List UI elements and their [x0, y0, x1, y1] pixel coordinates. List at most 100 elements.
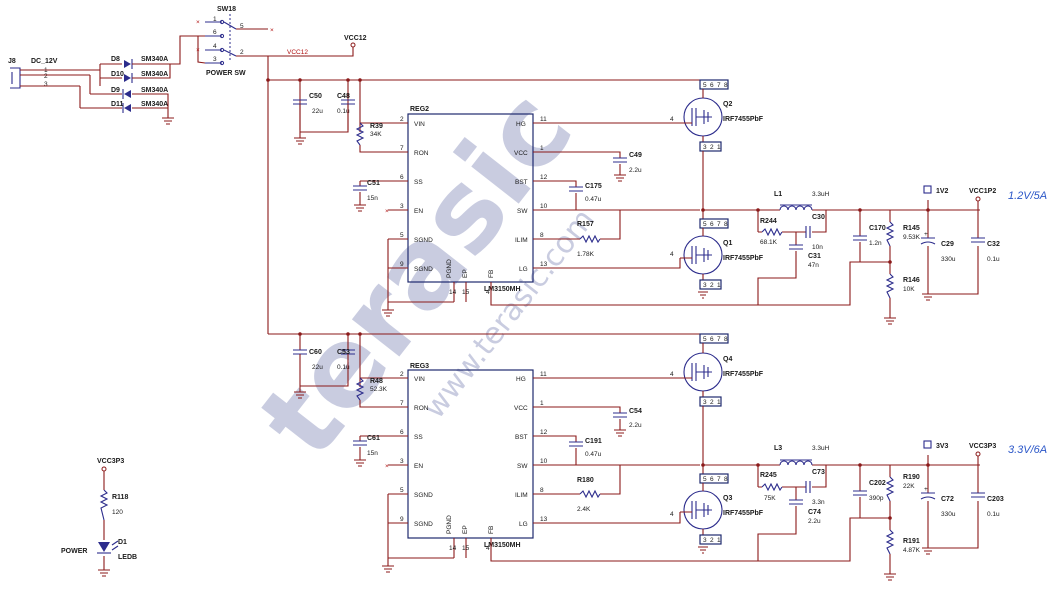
vcc12-port-dot	[350, 42, 356, 48]
reg-bot-pin-name: SW	[517, 463, 528, 470]
resistor-r146-ref: R146	[903, 277, 920, 284]
cap-c72	[920, 492, 936, 500]
reg-top-fb-wire	[490, 261, 890, 306]
inductor-l1-val: 3.3uH	[812, 191, 830, 198]
cap-c74-ref: C74	[808, 509, 821, 516]
reg-bot-pin-num: 12	[540, 429, 548, 436]
reg-bot-pin-num: 14	[449, 545, 457, 552]
resistor-r48-zigzag	[355, 377, 365, 401]
rail-label-1v2: 1.2V/5A	[1008, 190, 1047, 202]
pin-number: 4	[670, 511, 674, 518]
junction-dot	[888, 516, 892, 520]
reg-bot-pin-name: SS	[414, 434, 423, 441]
switch-levers	[223, 21, 237, 57]
resistor-r245-ref: R245	[760, 472, 777, 479]
reg-top-pin-name: SGND	[414, 237, 433, 244]
reg-bot-pin-num: 3	[400, 458, 404, 465]
cap-c175-ref: C175	[585, 183, 602, 190]
reg-bot-pin-num: 8	[540, 487, 544, 494]
net-vcc3p3-label: VCC3P3	[969, 443, 996, 450]
pin-number: 7	[717, 336, 721, 343]
cap-c30-val: 10n	[812, 244, 823, 251]
reg-bot-fb-wire	[490, 517, 890, 562]
switch-pin-6: 6	[213, 29, 217, 36]
pin-number: 8	[724, 221, 728, 228]
diode-d11-body	[124, 104, 131, 112]
vcc12-net: VCC12 VCC12	[267, 35, 700, 335]
resistor-r191-ref: R191	[903, 538, 920, 545]
resistor-r39-val: 34K	[370, 131, 382, 138]
cap-c202-ref: C202	[869, 480, 886, 487]
reg-top-pin-num: 2	[400, 116, 404, 123]
led-d1-part: LEDB	[118, 554, 137, 561]
mosfet-q4-body	[691, 363, 712, 381]
j8-wires	[20, 69, 100, 87]
inductor-l1	[779, 205, 813, 211]
resistor-r180-val: 2.4K	[577, 506, 591, 513]
junction-dot	[346, 332, 350, 336]
output-filter-top: L1 3.3uH R244 68.1K C30 10n C31 47n C170…	[703, 185, 1047, 325]
junction-dot	[346, 78, 350, 82]
diode-d11-ref: D11	[111, 101, 124, 108]
diode-d10-body	[124, 74, 131, 82]
resistor-r244	[761, 227, 783, 237]
resistor-r190-val: 22K	[903, 483, 915, 490]
resistor-r145-ref: R145	[903, 225, 920, 232]
no-connect-icon: ×	[385, 463, 389, 470]
diode-d10: D10 SM340A	[111, 71, 168, 83]
cap-c53-ref: C53	[337, 349, 350, 356]
cap-c30-ref: C30	[812, 214, 825, 221]
regulator-top: REG2 LM3150MH 2 7 6 3 5 9 VIN RON SS EN …	[293, 80, 890, 317]
reg-bot-gate-wires	[560, 377, 700, 524]
inductor-l3-val: 3.3uH	[812, 445, 830, 452]
mosfet-q2-ref: Q2	[723, 101, 732, 108]
inductor-l3	[779, 460, 813, 466]
switch-contact-dot	[219, 19, 225, 25]
pin-number: 3	[703, 537, 707, 544]
mosfet-q1-part: IRF7455PbF	[723, 255, 764, 262]
cap-c50-ref: C50	[309, 93, 322, 100]
input-diodes: D8 SM340A D10 SM340A D9 SM340A D11 SM340…	[79, 35, 198, 125]
pin-number: 2	[710, 144, 714, 151]
pin-number: 6	[710, 476, 714, 483]
reg-top-part: LM3150MH	[484, 286, 521, 293]
resistor-r191	[885, 529, 895, 555]
switch-contact-dot	[219, 60, 225, 66]
reg-bot-pin-name: VCC	[514, 405, 528, 412]
junction-dot	[298, 78, 302, 82]
cap-c203	[971, 492, 985, 498]
mosfet-q1-pin-box	[699, 218, 729, 229]
diode-d10-ref: D10	[111, 71, 124, 78]
diode-d8: D8 SM340A	[111, 56, 168, 69]
reg-top-pin-name: BST	[515, 179, 528, 186]
pin-number: 6	[710, 221, 714, 228]
net-3v3-label: 3V3	[936, 443, 949, 450]
mosfet-q4-pin-box	[699, 333, 729, 344]
cap-c60-ref: C60	[309, 349, 322, 356]
reg-top-pin-num: 9	[400, 261, 404, 268]
regulator-bottom: REG3 LM3150MH 2 7 6 3 5 9 VIN RON SS EN …	[293, 334, 890, 573]
diode-d9-ref: D9	[111, 87, 120, 94]
cap-c170	[853, 235, 867, 241]
junction-dot	[858, 208, 862, 212]
reg-bot-body	[407, 369, 534, 539]
junction-dot	[926, 463, 930, 467]
reg-top-pin-num: 10	[540, 203, 548, 210]
reg-bot-pin-num: 4	[486, 545, 490, 552]
reg-bot-pin-num: 15	[462, 545, 470, 552]
no-connect-icon: ×	[385, 208, 389, 215]
no-connect-icon: ×	[196, 19, 200, 26]
pin-number: 7	[717, 221, 721, 228]
cap-c170-val: 1.2n	[869, 240, 882, 247]
cap-c31-val: 47n	[808, 262, 819, 269]
reg-top-gate-wires	[560, 122, 700, 269]
junction-dot	[266, 78, 270, 82]
cap-c29-ref: C29	[941, 241, 954, 248]
pin-number: 8	[724, 476, 728, 483]
output-filter-bottom: L3 3.3uH R245 75K C73 3.3n C74 2.2u C202…	[703, 440, 1047, 581]
j8-label: DC_12V	[31, 58, 58, 65]
reg-bot-pin-num: 5	[400, 487, 404, 494]
mosfet-q3: 5 6 7 8 3 2 1 4 Q3 IRF7455PbF	[670, 473, 764, 554]
reg-top-pin-name: SW	[517, 208, 528, 215]
cap-c48: C48 0.1u	[337, 93, 355, 115]
